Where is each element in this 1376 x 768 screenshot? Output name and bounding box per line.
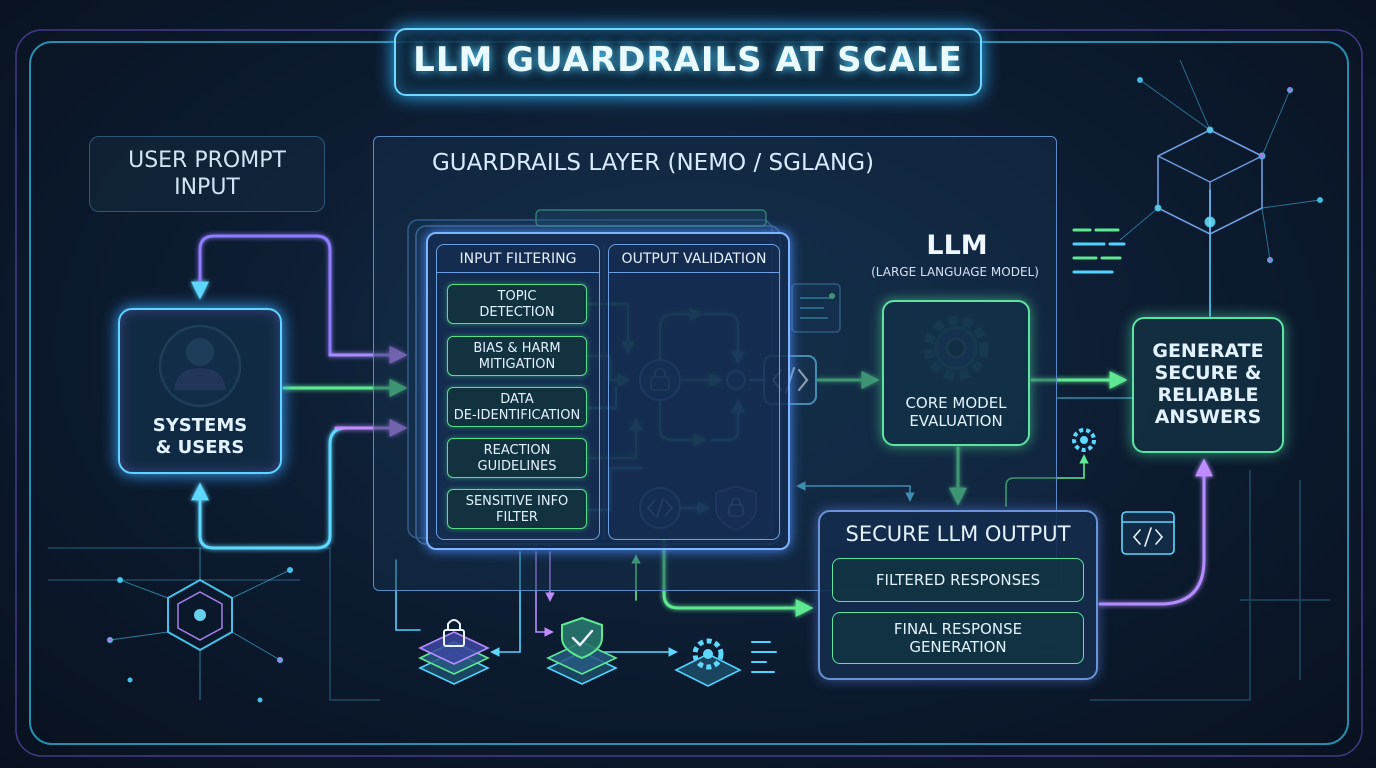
filter-label-line: DETECTION <box>479 305 555 320</box>
shield-stack-icon <box>546 616 618 685</box>
systems-users-label: SYSTEMS & USERS <box>118 415 282 459</box>
line-to-lock-stack <box>395 559 421 631</box>
final-response-generation-box <box>832 612 1084 664</box>
generate-answers-box <box>1132 317 1284 453</box>
small-gear-icon <box>1072 428 1096 452</box>
filter-reaction-guidelines-label: REACTION GUIDELINES <box>447 443 587 475</box>
hexagon-network-icon <box>107 548 293 703</box>
input-filtering-column <box>436 244 600 540</box>
browser-code-icon <box>1121 511 1175 555</box>
filter-data-deidentification <box>447 387 587 427</box>
loop-arrow-bottom <box>191 426 406 550</box>
user-prompt-line2: INPUT <box>174 175 240 200</box>
decorative-circuit-lines <box>48 470 1330 701</box>
filter-label-line: GUIDELINES <box>477 459 557 474</box>
filtered-responses-label: FILTERED RESPONSES <box>875 571 1041 589</box>
filter-reaction-guidelines <box>447 438 587 478</box>
filter-label-line: BIAS & HARM <box>473 341 561 356</box>
final-response-line2: GENERATION <box>909 638 1007 656</box>
generate-line4: ANSWERS <box>1154 406 1262 428</box>
arrow-panel-to-secure-output <box>662 538 814 617</box>
user-prompt-input-box <box>89 136 325 212</box>
systems-users-box <box>118 308 282 474</box>
llm-title: LLM <box>926 230 988 261</box>
filter-label-line: REACTION <box>483 443 551 458</box>
generate-line1: GENERATE <box>1152 340 1264 362</box>
filter-sensitive-info-label: SENSITIVE INFO FILTER <box>447 494 587 526</box>
cube-network-icon <box>1119 59 1323 263</box>
gear-stack-icon <box>674 638 742 687</box>
secure-llm-output-title: SECURE LLM OUTPUT <box>845 522 1071 546</box>
core-line2: EVALUATION <box>909 412 1003 430</box>
loop-arrow-top <box>191 234 332 357</box>
core-model-evaluation-box <box>882 300 1030 446</box>
filter-label-line: SENSITIVE INFO <box>465 494 569 509</box>
lock-stack-icon <box>418 619 490 685</box>
generate-line2: SECURE & <box>1154 362 1262 384</box>
llm-subtitle: (LARGE LANGUAGE MODEL) <box>871 265 1039 279</box>
filter-bias-harm-label: BIAS & HARM MITIGATION <box>447 341 587 373</box>
filter-topic-detection-label: TOPIC DETECTION <box>447 289 587 321</box>
final-response-line1: FINAL RESPONSE <box>893 620 1023 638</box>
title-frame <box>394 28 982 96</box>
arrow-to-shield-stack <box>535 551 554 637</box>
panel-tab <box>535 209 767 227</box>
filtered-responses-box <box>832 558 1084 602</box>
filter-bias-harm <box>447 336 587 376</box>
filter-topic-detection <box>447 284 587 324</box>
header-rule-right <box>608 272 780 273</box>
decorative-code-lines <box>751 228 1126 673</box>
filter-label-line: DATA <box>500 392 534 407</box>
systems-users-line1: SYSTEMS <box>152 415 248 436</box>
arrow-output-to-gear <box>1005 454 1089 507</box>
core-model-evaluation-label: CORE MODEL EVALUATION <box>882 394 1030 430</box>
filter-sensitive-info <box>447 489 587 529</box>
generate-answers-label: GENERATE SECURE & RELIABLE ANSWERS <box>1132 340 1284 428</box>
guardrails-layer-title: GUARDRAILS LAYER (NEMO / SGLANG) <box>431 150 875 176</box>
document-icon <box>791 283 841 333</box>
output-validation-column <box>608 244 780 540</box>
output-validation-header: OUTPUT VALIDATION <box>621 251 767 267</box>
arrow-secure-output-to-generate <box>1098 458 1213 606</box>
final-response-generation-label: FINAL RESPONSE GENERATION <box>832 620 1084 656</box>
filter-label-line: DE-IDENTIFICATION <box>453 408 581 423</box>
filter-data-deidentification-label: DATA DE-IDENTIFICATION <box>447 392 587 424</box>
header-rule-left <box>436 272 600 273</box>
user-prompt-input-label: USER PROMPT INPUT <box>89 147 325 201</box>
user-prompt-line1: USER PROMPT <box>128 148 286 173</box>
systems-users-line2: & USERS <box>155 437 245 458</box>
generate-line3: RELIABLE <box>1157 384 1259 406</box>
arrow-to-lock-stack <box>490 551 521 657</box>
filter-label-line: TOPIC <box>497 289 537 304</box>
page-title: LLM GUARDRAILS AT SCALE <box>413 40 963 80</box>
filter-label-line: MITIGATION <box>478 357 556 372</box>
input-filtering-header: INPUT FILTERING <box>459 251 577 267</box>
filter-label-line: FILTER <box>496 510 538 525</box>
core-line1: CORE MODEL <box>905 394 1007 412</box>
